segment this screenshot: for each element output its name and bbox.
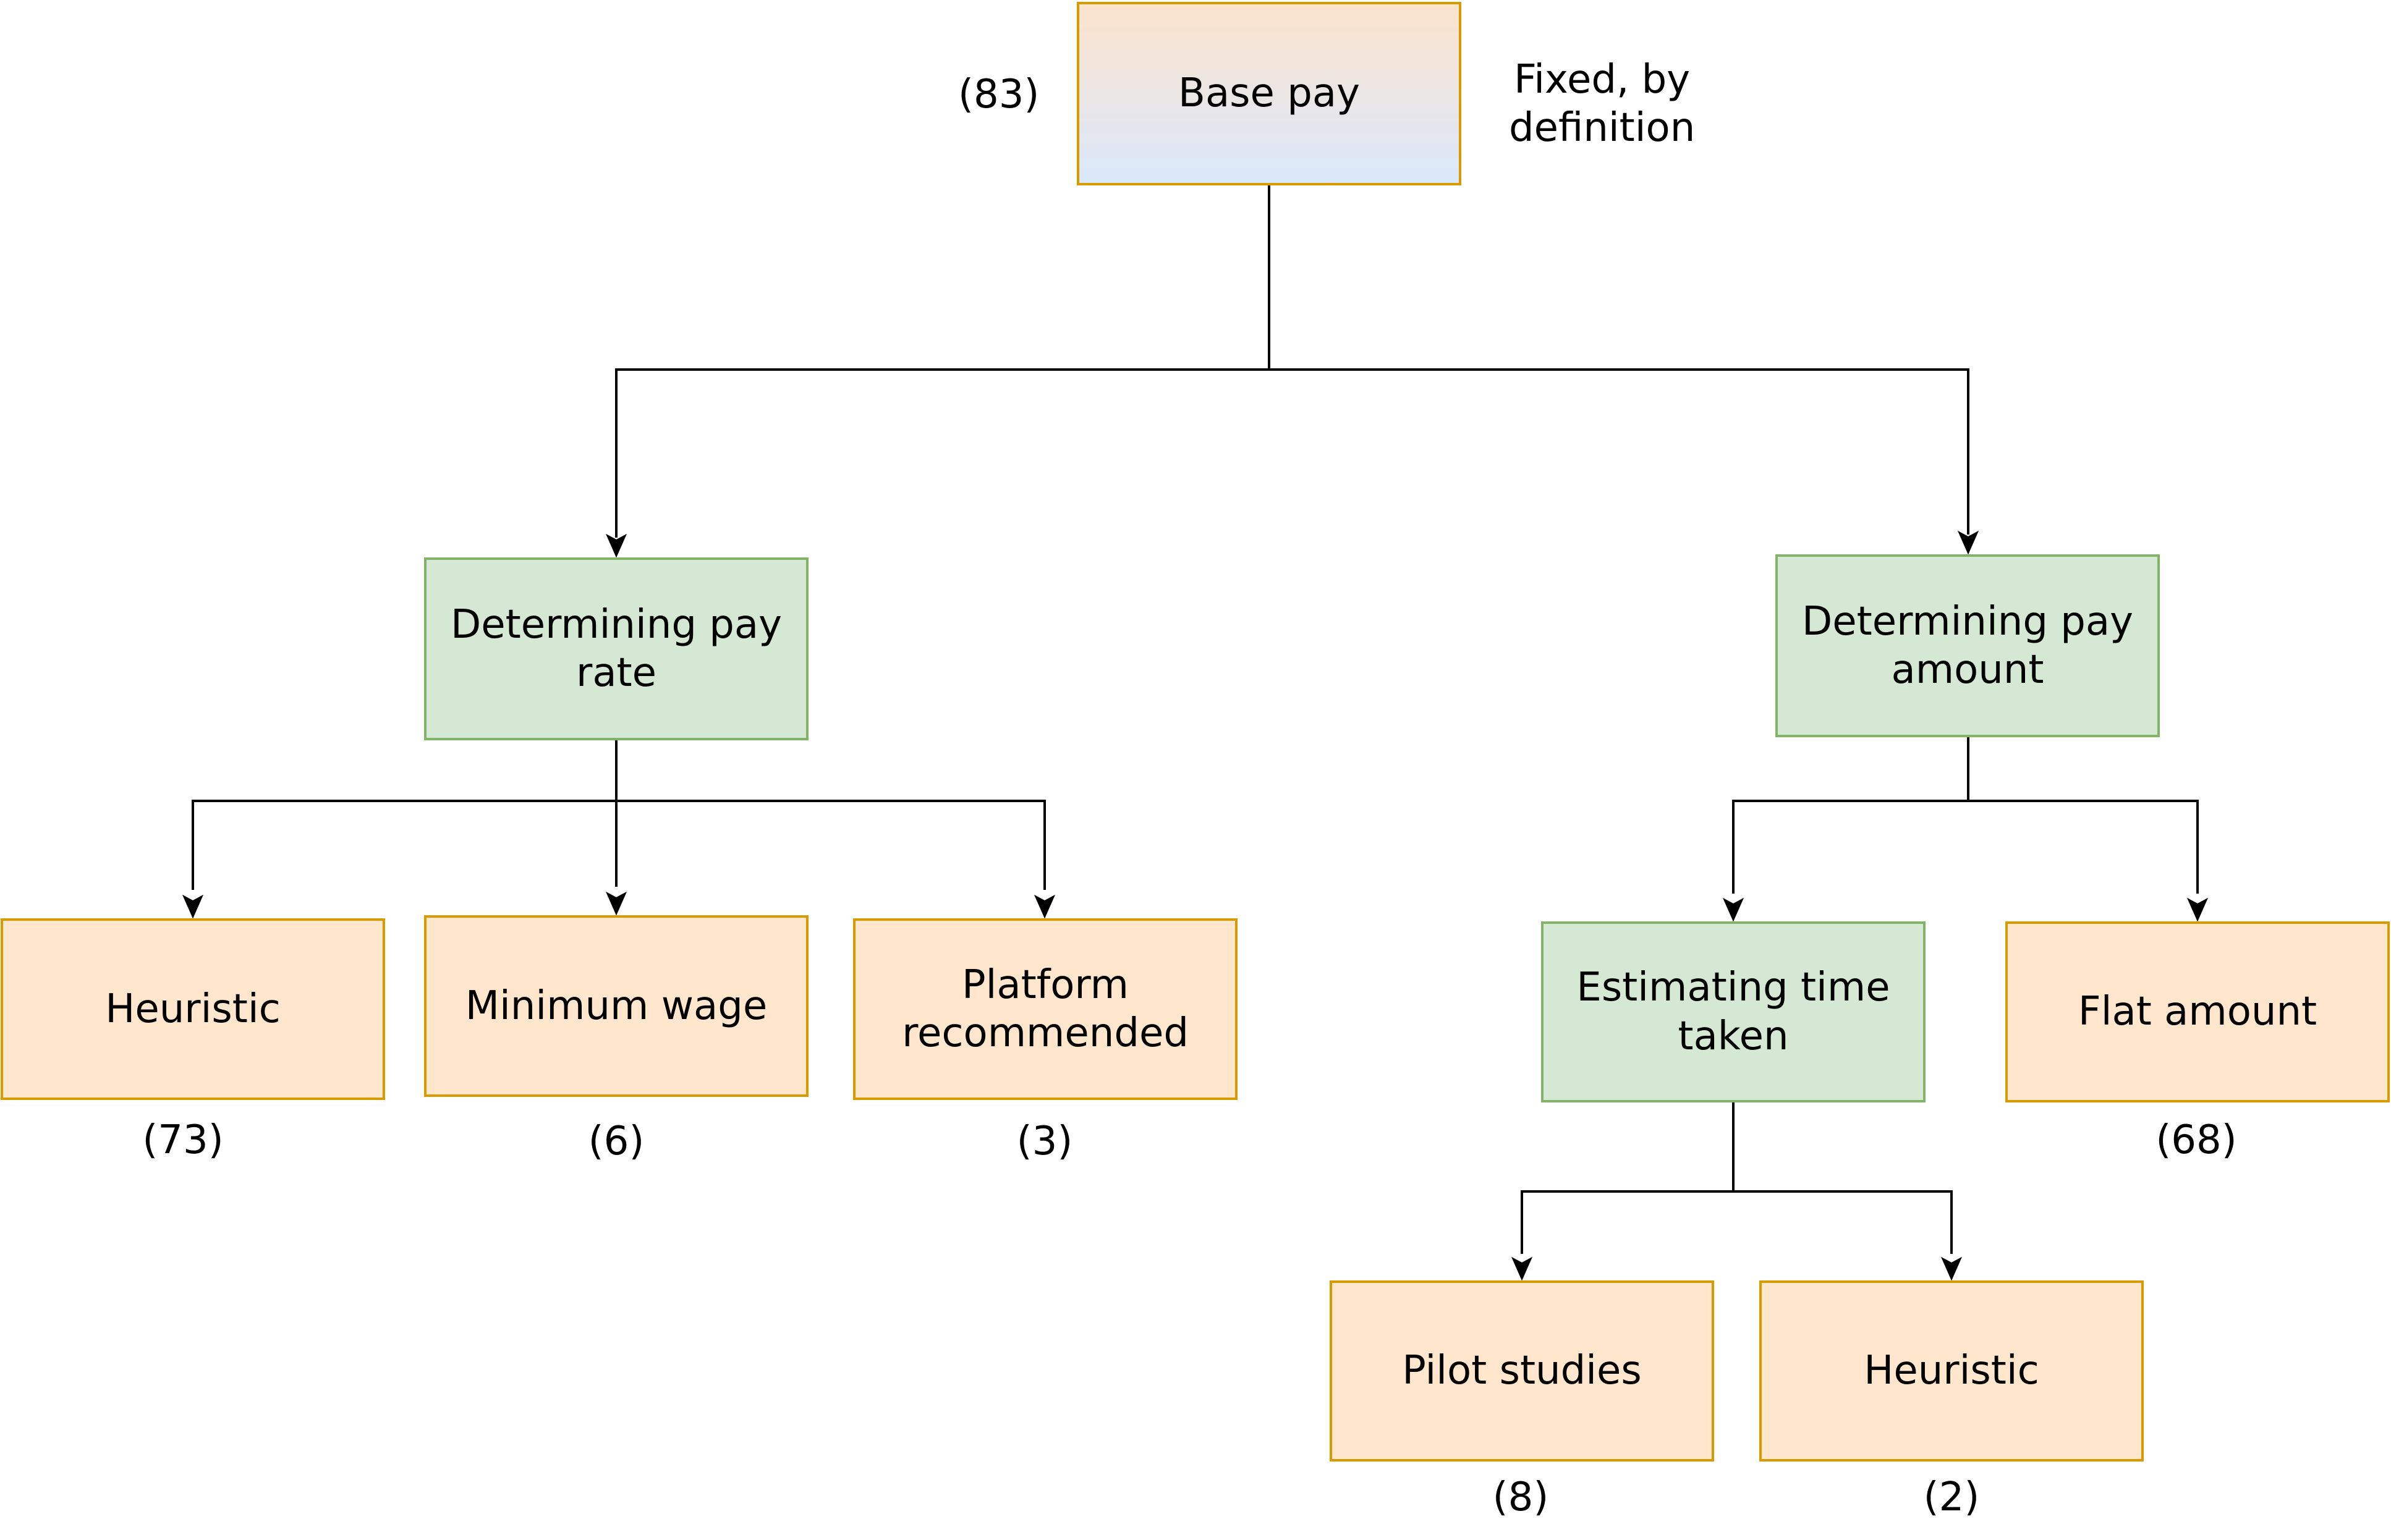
platform-recommended-count: (3) bbox=[1016, 1119, 1073, 1164]
connector-estimating-to-heuristic bbox=[1733, 1190, 1953, 1254]
minimum-wage-label: Minimum wage bbox=[465, 983, 768, 1029]
flat-amount-node: Flat amount bbox=[2005, 921, 2390, 1102]
platform-recommended-node: Platform recommended bbox=[853, 918, 1238, 1100]
heuristic-rate-node: Heuristic bbox=[1, 918, 385, 1100]
base-pay-note: Fixed, by definition bbox=[1509, 56, 1695, 152]
pilot-studies-label: Pilot studies bbox=[1402, 1348, 1642, 1394]
platform-recommended-label: Platform recommended bbox=[902, 962, 1189, 1056]
arrowhead-platform bbox=[1034, 894, 1056, 919]
flat-amount-count: (68) bbox=[2155, 1117, 2237, 1163]
arrowhead-pay-amount bbox=[1957, 530, 1979, 555]
estimating-time-taken-label: Estimating time taken bbox=[1576, 965, 1890, 1059]
minimum-wage-count: (6) bbox=[588, 1119, 645, 1164]
arrowhead-minimum-wage bbox=[605, 891, 627, 916]
heuristic-rate-label: Heuristic bbox=[105, 986, 281, 1032]
determining-pay-rate-node: Determining pay rate bbox=[424, 557, 809, 740]
arrowhead-pay-rate bbox=[605, 533, 627, 558]
arrowhead-pilot bbox=[1511, 1256, 1533, 1281]
connector-pay-rate-to-platform bbox=[616, 800, 1046, 890]
base-pay-node: Base pay bbox=[1077, 2, 1461, 185]
arrowhead-heuristic-rate bbox=[182, 894, 204, 919]
connector-root-to-pay-amount bbox=[1269, 368, 1969, 535]
pilot-studies-count: (8) bbox=[1492, 1474, 1549, 1520]
base-pay-count: (83) bbox=[958, 72, 1040, 117]
estimating-time-taken-node: Estimating time taken bbox=[1541, 921, 1926, 1102]
heuristic-time-node: Heuristic bbox=[1759, 1280, 2144, 1462]
determining-pay-amount-label: Determining pay amount bbox=[1801, 598, 2134, 693]
arrowhead-flat bbox=[2186, 897, 2209, 922]
connector-pay-amount-to-flat bbox=[1968, 800, 2199, 894]
pilot-studies-node: Pilot studies bbox=[1330, 1280, 1714, 1462]
minimum-wage-node: Minimum wage bbox=[424, 915, 809, 1097]
heuristic-time-label: Heuristic bbox=[1864, 1348, 2039, 1394]
connector-pay-amount-to-estimating bbox=[1732, 800, 1968, 894]
connector-root-to-pay-rate bbox=[615, 368, 1269, 538]
connector-estimating-to-pilot bbox=[1521, 1190, 1733, 1254]
determining-pay-rate-label: Determining pay rate bbox=[450, 601, 783, 696]
arrowhead-estimating bbox=[1722, 897, 1744, 922]
base-pay-label: Base pay bbox=[1178, 70, 1360, 117]
determining-pay-amount-node: Determining pay amount bbox=[1775, 554, 2160, 737]
flat-amount-label: Flat amount bbox=[2078, 989, 2317, 1035]
connector-pay-rate-to-heuristic bbox=[192, 800, 616, 890]
arrowhead-heuristic-time bbox=[1940, 1256, 1963, 1281]
base-pay-note-line1: Fixed, by bbox=[1514, 57, 1691, 103]
heuristic-rate-count: (73) bbox=[142, 1117, 224, 1163]
heuristic-time-count: (2) bbox=[1923, 1474, 1980, 1520]
base-pay-note-line2: definition bbox=[1509, 105, 1696, 151]
